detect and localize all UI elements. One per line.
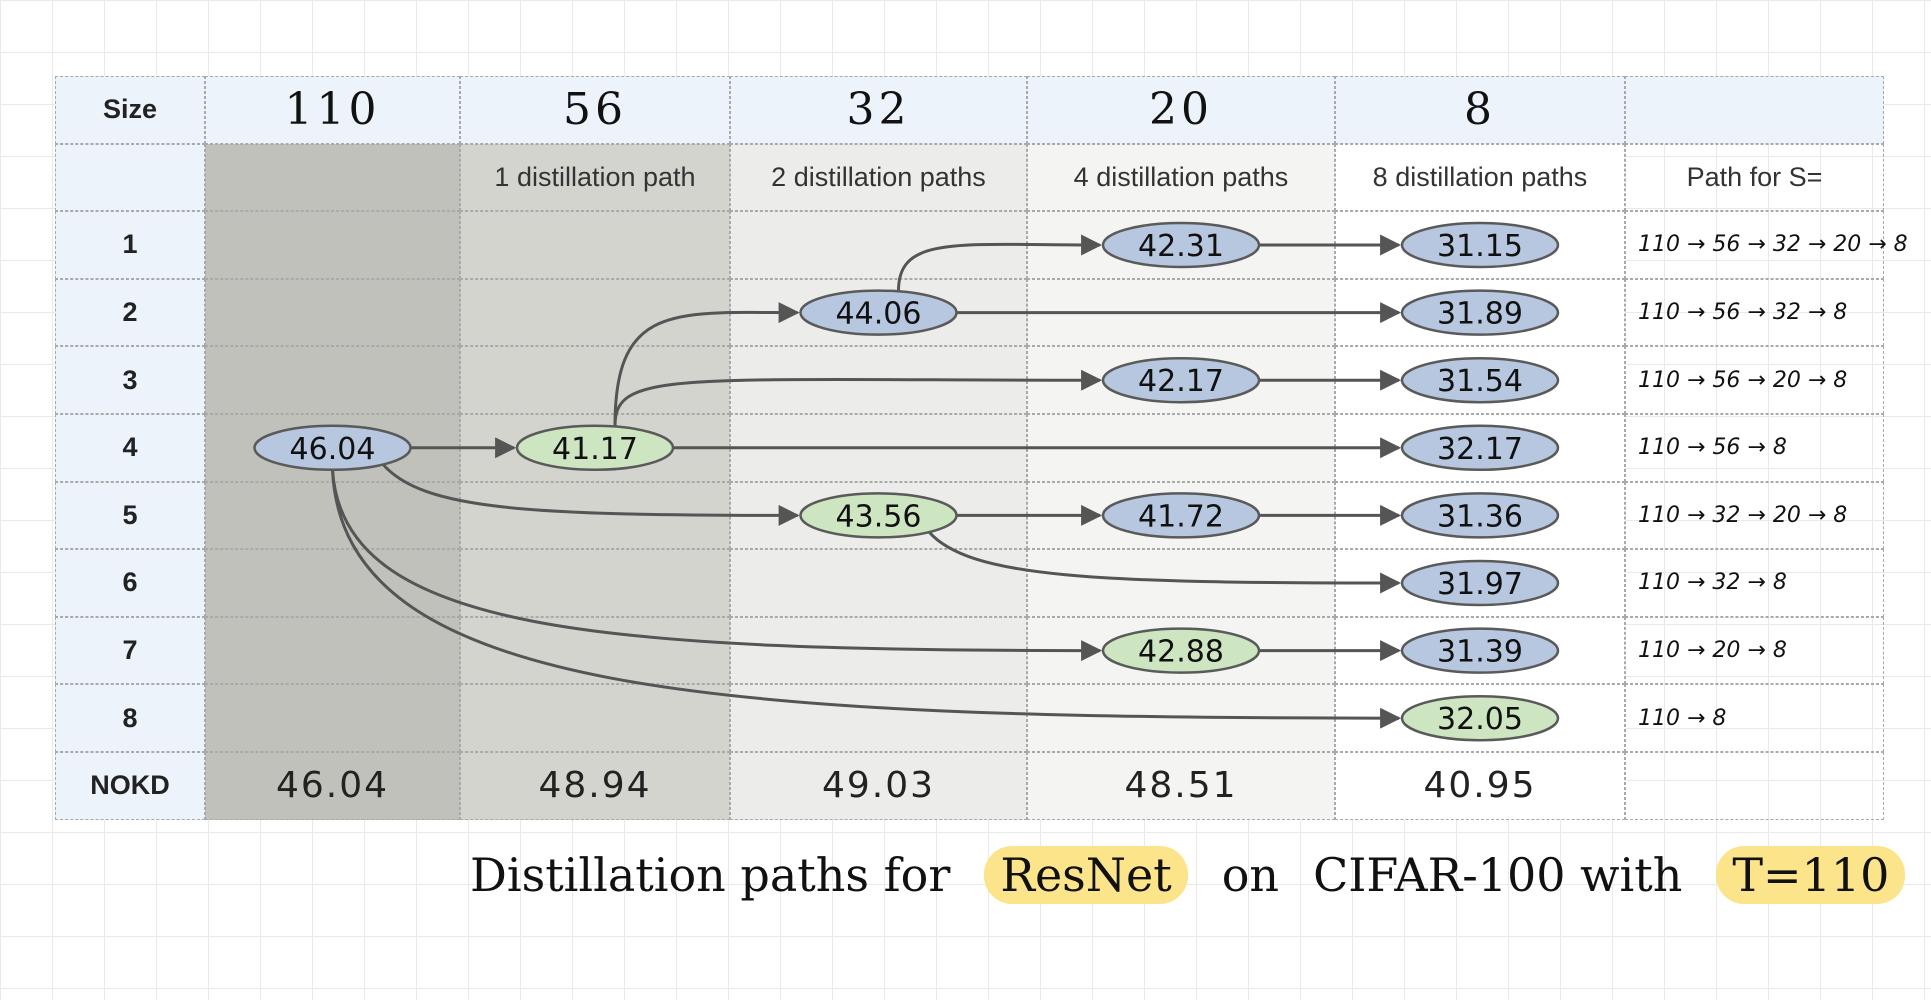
size-column-110: 110 <box>205 76 460 144</box>
size-column-32: 32 <box>730 76 1027 144</box>
grid-cell <box>1027 549 1335 617</box>
nokd-value: 48.51 <box>1027 752 1335 820</box>
figure-caption: Distillation paths for ResNet on CIFAR-1… <box>470 835 1906 915</box>
grid-cell <box>730 684 1027 752</box>
grid-cell <box>1027 278 1335 347</box>
grid-cell <box>1335 549 1625 617</box>
grid-cell <box>730 616 1027 685</box>
path-text: 110 → 8 <box>1625 684 1884 752</box>
size-column-56: 56 <box>460 76 730 144</box>
grid-cell <box>205 278 460 347</box>
path-text: 110 → 56 → 32 → 8 <box>1625 278 1884 347</box>
row-label: 2 <box>55 278 205 347</box>
nokd-value: 49.03 <box>730 752 1027 820</box>
row-label: 1 <box>55 211 205 279</box>
caption-highlight-resnet: ResNet <box>984 846 1188 904</box>
path-text: 110 → 56 → 20 → 8 <box>1625 346 1884 414</box>
row-label-empty <box>55 143 205 212</box>
nokd-value: 46.04 <box>205 752 460 820</box>
grid-cell <box>205 684 460 752</box>
path-header: Path for S= <box>1625 143 1884 212</box>
nokd-label: NOKD <box>55 752 205 820</box>
row-label: 8 <box>55 684 205 752</box>
grid-cell <box>460 549 730 617</box>
size-label: Size <box>55 76 205 144</box>
row-label: 7 <box>55 616 205 685</box>
grid-cell <box>205 616 460 685</box>
grid-cell <box>1335 211 1625 279</box>
grid-cell <box>1335 278 1625 347</box>
subheader-empty <box>205 143 460 212</box>
subheader-4: 8 distillation paths <box>1335 143 1625 212</box>
size-column-8: 8 <box>1335 76 1625 144</box>
grid-cell <box>1027 684 1335 752</box>
grid-cell <box>1335 414 1625 482</box>
grid-cell <box>1335 684 1625 752</box>
path-header-empty <box>1625 76 1884 144</box>
grid-cell <box>205 414 460 482</box>
caption-text-3: CIFAR-100 with <box>1313 848 1683 902</box>
grid-cell <box>205 346 460 414</box>
grid-cell <box>1027 211 1335 279</box>
row-label: 3 <box>55 346 205 414</box>
grid-cell <box>1335 481 1625 550</box>
grid-cell <box>730 414 1027 482</box>
grid-cell <box>1027 346 1335 414</box>
grid-cell <box>1335 616 1625 685</box>
caption-highlight-t: T=110 <box>1716 846 1906 904</box>
nokd-path-empty <box>1625 752 1884 820</box>
path-text: 110 → 32 → 20 → 8 <box>1625 481 1884 550</box>
subheader-3: 4 distillation paths <box>1027 143 1335 212</box>
path-text: 110 → 56 → 8 <box>1625 414 1884 482</box>
grid-cell <box>1027 616 1335 685</box>
path-text: 110 → 32 → 8 <box>1625 549 1884 617</box>
subheader-1: 1 distillation path <box>460 143 730 212</box>
row-label: 4 <box>55 414 205 482</box>
grid-cell <box>460 616 730 685</box>
grid-cell <box>730 211 1027 279</box>
nokd-value: 40.95 <box>1335 752 1625 820</box>
grid-cell <box>730 481 1027 550</box>
caption-text-2: on <box>1221 848 1280 902</box>
grid-cell <box>1335 346 1625 414</box>
grid-cell <box>205 549 460 617</box>
size-column-20: 20 <box>1027 76 1335 144</box>
grid-cell <box>460 211 730 279</box>
nokd-value: 48.94 <box>460 752 730 820</box>
grid-cell <box>205 481 460 550</box>
grid-cell <box>460 346 730 414</box>
path-text: 110 → 20 → 8 <box>1625 616 1884 685</box>
grid-cell <box>1027 481 1335 550</box>
grid-cell <box>730 346 1027 414</box>
caption-text-1: Distillation paths for <box>470 848 951 902</box>
grid-cell <box>730 278 1027 347</box>
path-text: 110 → 56 → 32 → 20 → 8 <box>1625 211 1908 279</box>
grid-cell <box>460 278 730 347</box>
row-label: 5 <box>55 481 205 550</box>
grid-cell <box>460 481 730 550</box>
row-label: 6 <box>55 549 205 617</box>
grid-cell <box>730 549 1027 617</box>
grid-cell <box>460 684 730 752</box>
grid-cell <box>460 414 730 482</box>
grid-cell <box>1027 414 1335 482</box>
subheader-2: 2 distillation paths <box>730 143 1027 212</box>
grid-cell <box>205 211 460 279</box>
